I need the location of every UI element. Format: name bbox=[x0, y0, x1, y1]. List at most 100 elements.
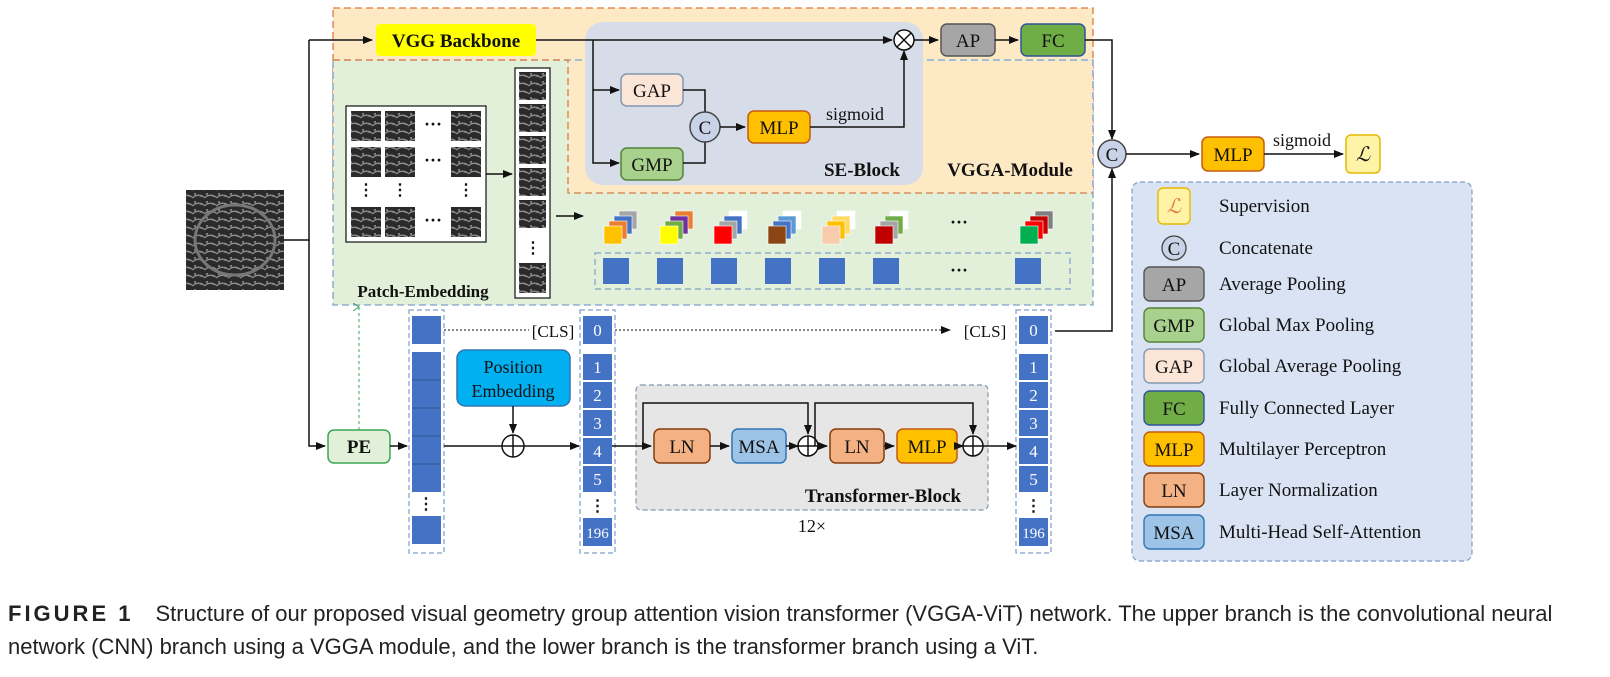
token-cell bbox=[583, 466, 612, 492]
token-cell bbox=[583, 518, 612, 546]
legend-swatch bbox=[1143, 348, 1205, 384]
legend-symbol: GMP bbox=[1153, 316, 1194, 337]
embedding-cube bbox=[767, 210, 802, 245]
gmp-block bbox=[620, 147, 684, 181]
token-cell bbox=[583, 410, 612, 436]
transformer-mlp-label: MLP bbox=[907, 437, 946, 458]
embedding-cube bbox=[874, 210, 909, 245]
token-cell bbox=[583, 438, 612, 464]
fc-label: FC bbox=[1041, 31, 1064, 52]
legend-symbol: FC bbox=[1162, 399, 1185, 420]
embedding-cube bbox=[1019, 210, 1054, 245]
token-cell bbox=[1019, 518, 1048, 546]
se-mlp-label: MLP bbox=[759, 118, 798, 139]
cls-label-right: [CLS] bbox=[964, 322, 1007, 341]
legend-item: FC Fully Connected Layer bbox=[1143, 390, 1395, 426]
legend-label: Supervision bbox=[1219, 196, 1310, 217]
embedding-tokens bbox=[603, 258, 1041, 284]
legend-panel bbox=[1131, 181, 1473, 562]
supervision-block bbox=[1345, 134, 1381, 174]
embedding-token bbox=[765, 258, 791, 284]
gap-label: GAP bbox=[633, 81, 671, 102]
embedding-token bbox=[873, 258, 899, 284]
token-cell bbox=[1019, 382, 1048, 408]
legend-item: MLP Multilayer Perceptron bbox=[1143, 431, 1387, 467]
token-label: 3 bbox=[593, 414, 602, 433]
token-label: 0 bbox=[593, 321, 602, 340]
legend-item: LN Layer Normalization bbox=[1143, 472, 1378, 508]
legend-swatch bbox=[1161, 235, 1187, 261]
token-label: ⋮ bbox=[590, 498, 606, 515]
input-ultrasound-image bbox=[186, 190, 284, 290]
patch-ellipsis: ··· bbox=[424, 210, 442, 230]
embedding-cubes bbox=[603, 210, 1054, 245]
cls-label-left: [CLS] bbox=[532, 322, 575, 341]
final-mlp-label: MLP bbox=[1213, 145, 1252, 166]
svg-text:⋮: ⋮ bbox=[418, 496, 434, 513]
token-label: 0 bbox=[1029, 321, 1038, 340]
embedding-token bbox=[603, 258, 629, 284]
ln-label-2: LN bbox=[844, 437, 870, 458]
transformer-block-label: Transformer-Block bbox=[805, 486, 962, 507]
token-label: 1 bbox=[593, 358, 602, 377]
embedding-cube bbox=[659, 210, 694, 245]
svg-text:⋮: ⋮ bbox=[392, 182, 408, 199]
embedding-token bbox=[657, 258, 683, 284]
token-cell bbox=[1019, 354, 1048, 380]
legend-symbol: ℒ bbox=[1167, 196, 1182, 218]
token-label: 2 bbox=[593, 386, 602, 405]
token-label: 4 bbox=[1029, 442, 1038, 461]
vgg-backbone-block bbox=[376, 24, 536, 56]
msa-label: MSA bbox=[738, 437, 779, 458]
svg-text:⋮: ⋮ bbox=[358, 182, 374, 199]
embedding-cube bbox=[603, 210, 638, 245]
ln-label-1: LN bbox=[669, 437, 695, 458]
architecture-diagram: VGG Backbone GAP GMP C MLP sigmoid SE-Bl… bbox=[186, 7, 1473, 562]
legend-symbol: MLP bbox=[1154, 440, 1193, 461]
patch-tiles bbox=[351, 111, 481, 237]
patch-ellipsis: ··· bbox=[424, 150, 442, 170]
token-row-ellipsis: ··· bbox=[950, 260, 968, 280]
cubes-ellipsis: ··· bbox=[950, 212, 968, 232]
legend-label: Fully Connected Layer bbox=[1219, 398, 1395, 419]
legend-symbol: AP bbox=[1162, 275, 1186, 296]
token-cell bbox=[1019, 410, 1048, 436]
position-embedding-label-2: Embedding bbox=[472, 381, 555, 401]
legend-label: Layer Normalization bbox=[1219, 480, 1378, 501]
embedding-cube bbox=[713, 210, 748, 245]
token-label: 4 bbox=[593, 442, 602, 461]
token-label: 196 bbox=[1022, 526, 1045, 542]
legend-label: Multilayer Perceptron bbox=[1219, 439, 1387, 460]
token-cell bbox=[1019, 466, 1048, 492]
patch-ellipsis: ··· bbox=[424, 114, 442, 134]
legend-swatch bbox=[1143, 266, 1205, 302]
caption-label: FIGURE 1 bbox=[8, 601, 134, 626]
patch-sequence-tiles bbox=[519, 72, 546, 293]
concat-se-label: C bbox=[699, 118, 712, 139]
legend-swatch bbox=[1143, 390, 1205, 426]
se-sigmoid-label: sigmoid bbox=[826, 104, 884, 124]
token-cell bbox=[583, 316, 612, 344]
vgga-module-label: VGGA-Module bbox=[947, 160, 1073, 181]
repeat-label: 12× bbox=[798, 516, 826, 536]
legend-label: Multi-Head Self-Attention bbox=[1219, 522, 1422, 543]
legend-label: Average Pooling bbox=[1219, 274, 1346, 295]
legend-label: Global Average Pooling bbox=[1219, 356, 1402, 377]
caption-text: Structure of our proposed visual geometr… bbox=[8, 601, 1553, 659]
legend-swatch bbox=[1143, 431, 1205, 467]
patch-embedding-label: Patch-Embedding bbox=[357, 282, 489, 301]
token-label: 2 bbox=[1029, 386, 1038, 405]
token-cell bbox=[1019, 438, 1048, 464]
ap-label: AP bbox=[956, 31, 980, 52]
legend-swatch bbox=[1143, 472, 1205, 508]
legend-symbol: LN bbox=[1161, 481, 1187, 502]
embedding-cube bbox=[821, 210, 856, 245]
embedding-token bbox=[819, 258, 845, 284]
